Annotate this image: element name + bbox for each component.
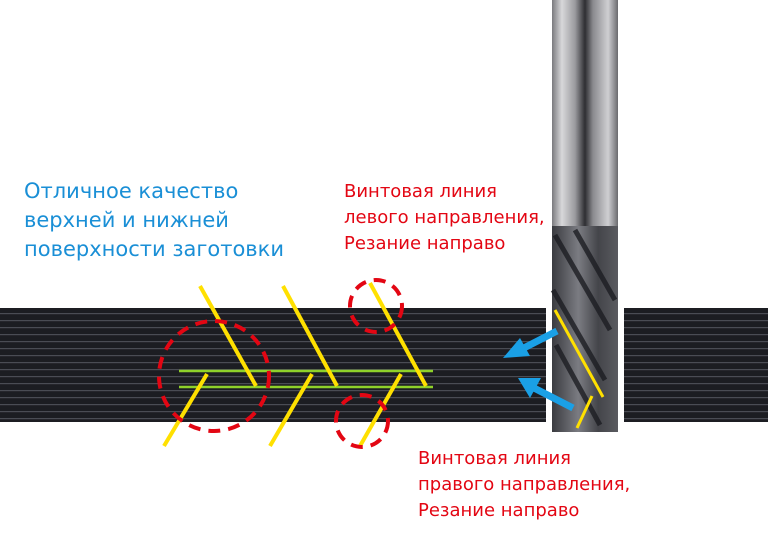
label-line: левого направления, [344, 207, 545, 228]
label-line: Винтовая линия [344, 181, 497, 202]
label-line: Винтовая линия [418, 448, 571, 469]
tool-helix-line [553, 309, 605, 398]
highlight-circles [157, 278, 404, 449]
label-line: поверхности заготовки [24, 237, 285, 261]
helix-lines [162, 282, 428, 448]
end-mill-tool [550, 0, 618, 432]
label-line: Резание направо [418, 500, 580, 521]
chip-flow-arrows [503, 327, 575, 412]
label-line: Резание направо [344, 233, 506, 254]
right-helix-label: Винтовая линия правого направления, Реза… [418, 446, 630, 524]
workpiece-board [0, 308, 768, 422]
label-line: верхней и нижней [24, 208, 229, 232]
left-helix-label: Винтовая линия левого направления, Резан… [344, 179, 545, 257]
surface-quality-label: Отличное качество верхней и нижней повер… [24, 177, 284, 264]
label-line: правого направления, [418, 474, 631, 495]
label-line: Отличное качество [24, 179, 239, 203]
